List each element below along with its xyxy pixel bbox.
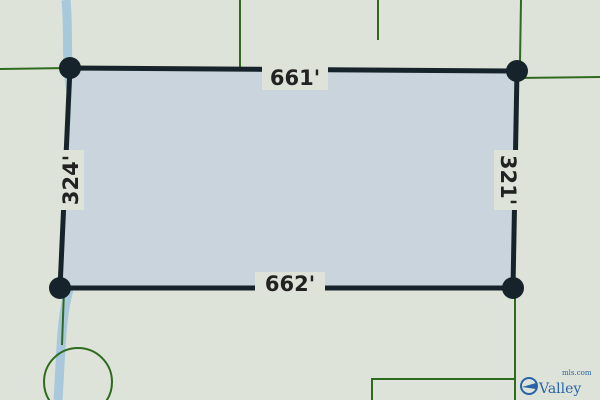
corner-marker	[506, 60, 528, 82]
parcel[interactable]	[57, 65, 520, 291]
corner-marker	[59, 57, 81, 79]
corner-marker	[49, 277, 71, 299]
watermark-suffix: mls.com	[562, 369, 592, 377]
dimension-right: 321'	[496, 155, 520, 205]
watermark-logo-icon	[520, 377, 538, 395]
valleymls-watermark: Valley mls.com	[520, 369, 592, 397]
dimension-left: 324'	[59, 155, 83, 205]
watermark-brand: Valley	[538, 381, 581, 397]
corner-marker	[502, 277, 524, 299]
dimension-bottom: 662'	[265, 272, 315, 296]
parcel-corners	[49, 57, 528, 299]
dimension-top: 661'	[270, 66, 320, 90]
